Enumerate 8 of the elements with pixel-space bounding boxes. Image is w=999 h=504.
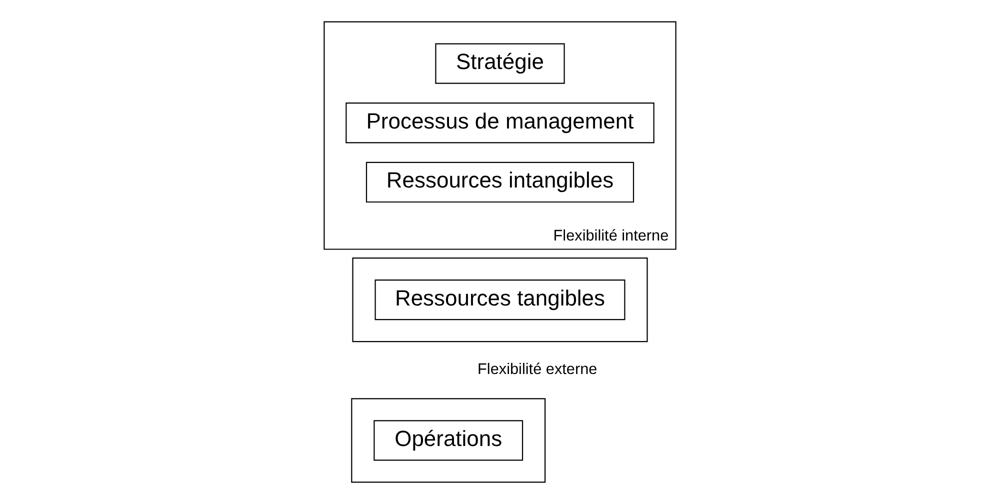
node-box: Ressources tangibles xyxy=(374,279,625,320)
label: Flexibilité externe xyxy=(477,361,597,378)
node-box: Processus de management xyxy=(345,102,654,144)
cluster xyxy=(352,258,648,342)
cluster xyxy=(350,398,546,483)
node-box: Stratégie xyxy=(434,43,564,84)
node-box: Ressources intangibles xyxy=(365,162,634,203)
node-box: Opérations xyxy=(373,420,523,461)
